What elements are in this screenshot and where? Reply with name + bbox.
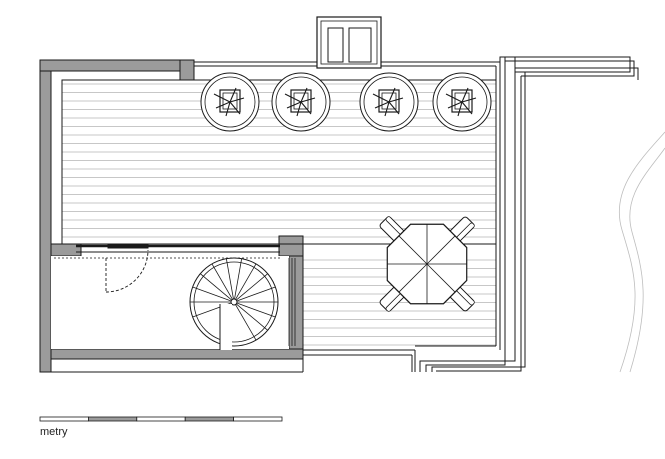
wall-top-left: [39, 59, 195, 72]
right-wall-top: [500, 56, 631, 73]
wall-room-bottom: [50, 348, 304, 360]
deck-planks: [62, 83, 496, 346]
top-window: [316, 16, 382, 69]
window-pane-right: [348, 27, 372, 63]
planters: [200, 72, 492, 132]
wall-top-left-step: [179, 59, 195, 81]
landscape-curves: [618, 131, 665, 373]
room-floor: [51, 256, 289, 349]
wall-room-right: [288, 255, 304, 357]
planter: [200, 72, 260, 132]
wall-room-top-right: [278, 235, 304, 257]
window-pane-left: [327, 27, 344, 63]
dining-table: [379, 216, 475, 312]
scale-bar: [39, 416, 283, 422]
terrace-outline: [61, 56, 639, 372]
scale-label: metry: [40, 426, 68, 438]
room-side-door: [288, 258, 296, 346]
wall-left: [39, 59, 52, 373]
door-swing: [105, 249, 149, 293]
planter: [359, 72, 419, 132]
glazed-wall: [76, 243, 280, 253]
right-wall-lines: [419, 56, 516, 372]
spiral-staircase: [189, 257, 279, 350]
planter: [271, 72, 331, 132]
planter: [432, 72, 492, 132]
